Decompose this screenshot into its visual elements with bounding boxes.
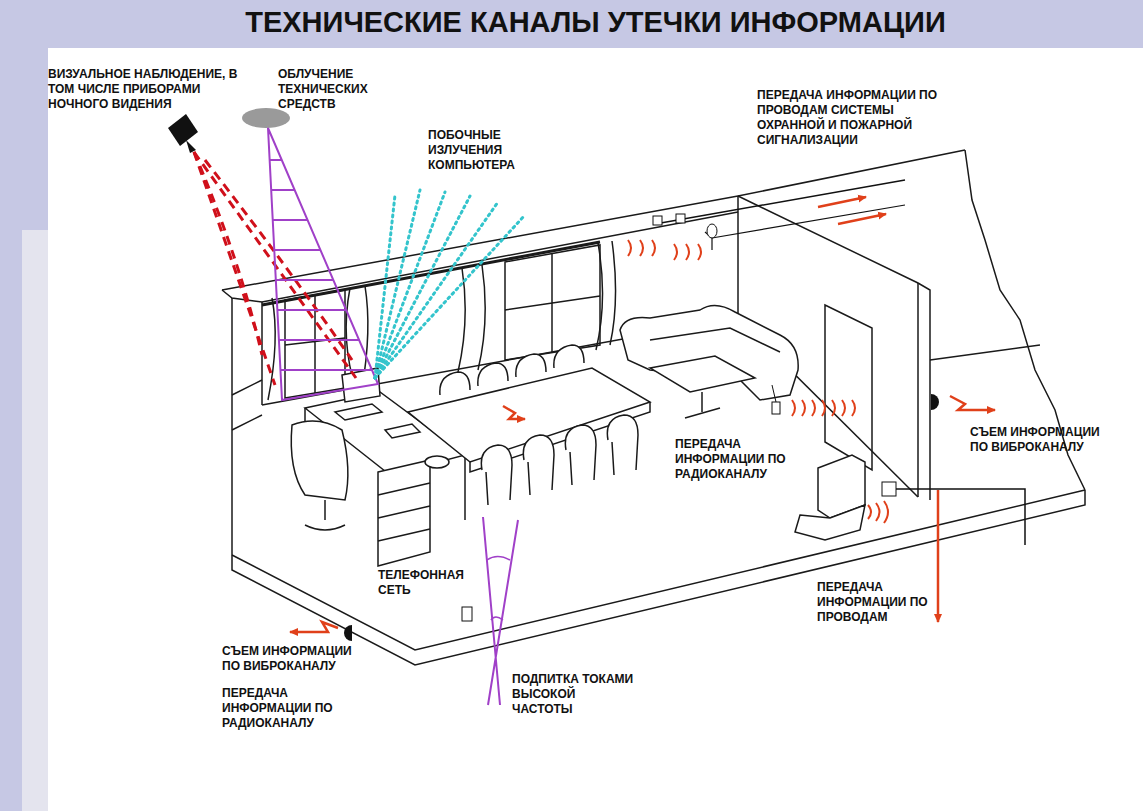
channel-label: ПЕРЕДАЧА ИНФОРМАЦИИ ПО РАДИОКАНАЛУ [675,437,810,482]
curtain-rail [262,242,600,305]
channel-label: ПЕРЕДАЧА ИНФОРМАЦИИ ПО ПРОВОДАМ [817,580,932,625]
channel-label: ПЕРЕДАЧА ИНФОРМАЦИИ ПО ПРОВОДАМ СИСТЕМЫ … [757,88,942,148]
irradiation-beam [268,128,378,400]
vibro-right [931,394,995,410]
camera-lens [186,140,196,153]
channel-label: ОБЛУЧЕНИЕ ТЕХНИЧЕСКИХ СРЕДСТВ [278,67,398,112]
emission-line [375,215,525,378]
desk-drawers [378,460,430,566]
armchair-base [305,500,345,530]
wall-top-edge [222,150,965,290]
camera [168,114,198,153]
side-strip [22,230,48,811]
keyboard [335,404,382,420]
coffee-table [650,356,755,392]
radio-bug [772,385,855,416]
door [825,305,872,470]
alarm-sensor [653,216,662,225]
beam-outline [268,128,378,400]
floor-slab [232,490,1085,665]
acoustic-waves [868,501,888,523]
alarm-wire [655,180,905,224]
signal-arrow [937,490,940,622]
wall-inner-edge [222,212,738,302]
room-structure [222,150,1085,665]
channel-label: СЪЕМ ИНФОРМАЦИИ ПО ВИБРОКАНАЛУ [970,425,1118,455]
emission-line [375,202,498,378]
phone-jack [462,607,472,621]
partition-corner [737,196,739,318]
alarm-wire [705,205,905,250]
vibro-sensor [344,625,352,641]
dashed-ray [194,152,275,385]
beam-hatching [270,160,372,370]
channel-label: СЪЕМ ИНФОРМАЦИИ ПО ВИБРОКАНАЛУ [222,644,370,674]
channel-label: ПОДПИТКА ТОКАМИ ВЫСОКОЙ ЧАСТОТЫ [512,672,636,717]
cable [896,489,1025,545]
hf-arc [487,557,510,621]
partition-edge [917,283,919,497]
chairs-front-row [481,415,638,505]
sofa-cushions [650,328,780,352]
page-title: ТЕХНИЧЕСКИЕ КАНАЛЫ УТЕЧКИ ИНФОРМАЦИИ [48,4,1143,40]
camera-body [168,114,198,146]
socket [882,482,896,496]
armchair [291,421,348,500]
emission-line [375,192,445,378]
signal-arrow [950,396,995,410]
alarm-detector [707,224,717,238]
computer-emissions [375,190,525,378]
sofa [620,305,798,400]
chairs-back-row [440,345,584,395]
left-wall-detail [232,380,262,430]
window-right [505,245,600,360]
drawer-lines [378,483,430,541]
papers [385,424,420,438]
channel-label: ПЕРЕДАЧА ИНФОРМАЦИИ ПО РАДИОКАНАЛУ [222,686,362,731]
alarm-system [628,180,905,260]
telephone-line [462,517,518,705]
telephone [425,456,449,468]
emission-line [375,196,470,378]
channel-label: ПОБОЧНЫЕ ИЗЛУЧЕНИЯ КОМПЬЮТЕРА [428,128,543,173]
vibro-left [290,622,352,641]
bug-device [772,402,780,414]
acoustic-waves [628,240,701,260]
right-room-line [930,345,1040,360]
signal-arrow [503,406,525,419]
radio-waves [792,400,855,416]
floor-front-edge [232,490,1085,650]
channel-label: ВИЗУАЛЬНОЕ НАБЛЮДЕНИЕ, В ТОМ ЧИСЛЕ ПРИБО… [48,67,253,112]
left-wall-edge [231,298,233,555]
monitor-stand [795,505,865,540]
signal-arrow [818,197,866,207]
channel-label: ТЕЛЕФОННАЯ СЕТЬ [378,568,476,598]
dashed-ray [194,152,262,355]
signal-arrow [838,214,886,224]
coffee-table-base [685,392,720,418]
signal-arrow [290,622,338,632]
bug-antenna [772,385,776,402]
emission-line [375,190,420,378]
window-frame [505,254,600,352]
alarm-sensor [676,214,685,223]
vibro-sensor [931,394,939,410]
